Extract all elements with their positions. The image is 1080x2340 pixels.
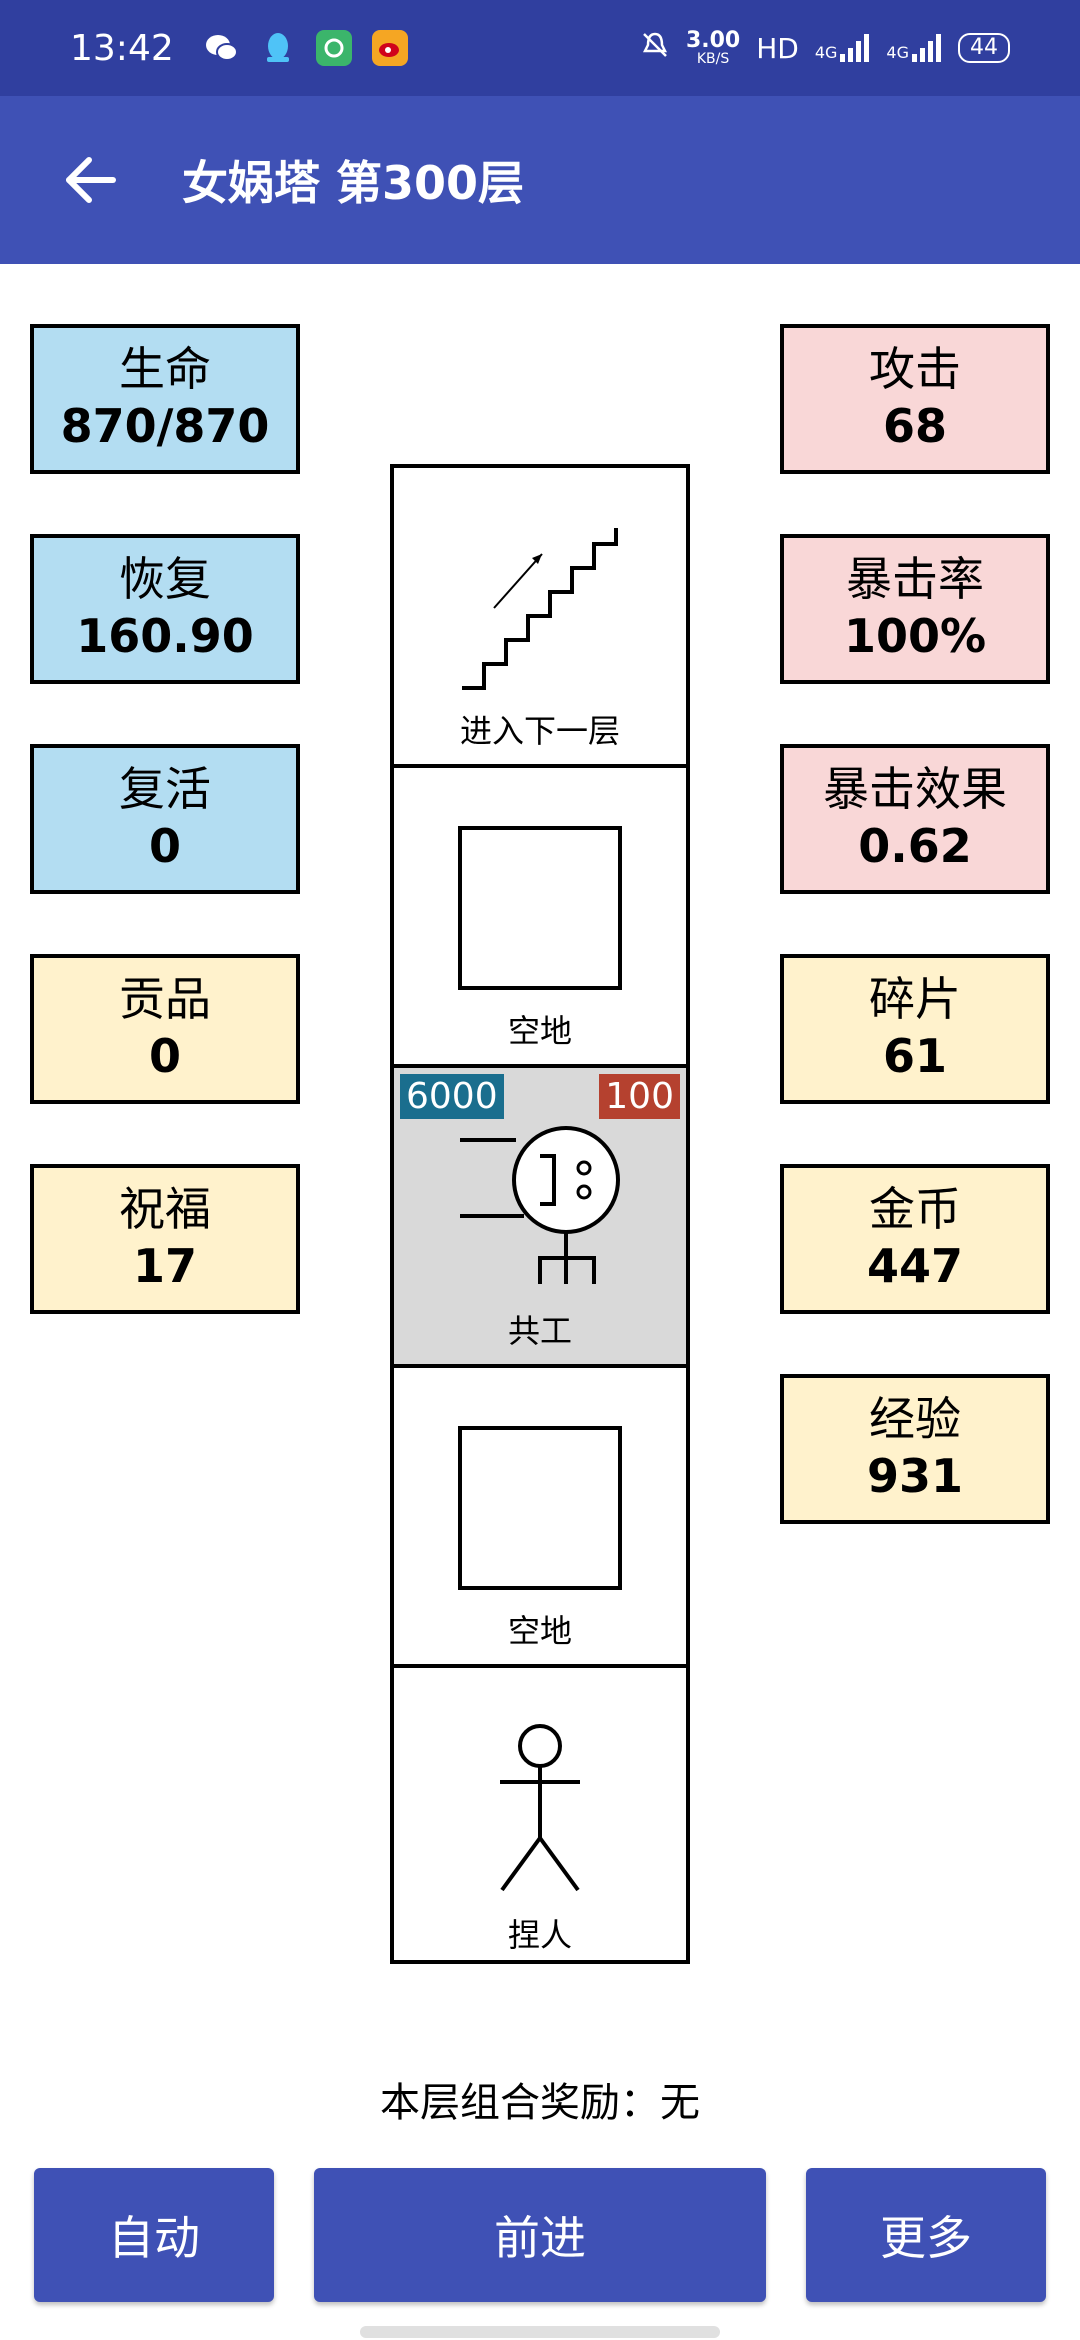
stat-hp: 生命 870/870: [30, 324, 300, 474]
empty-square-icon: [458, 1426, 622, 1590]
stat-exp: 经验 931: [780, 1374, 1050, 1524]
forward-button[interactable]: 前进: [314, 2168, 766, 2302]
monster-icon: [460, 1126, 620, 1284]
floor-reward-text: 本层组合奖励：无: [380, 2080, 700, 2126]
tower-cell-empty[interactable]: 空地: [394, 768, 686, 1068]
cell-label: 空地: [507, 1012, 572, 1050]
tower-column: 进入下一层 空地 6000 100 共工 空地: [390, 464, 690, 1964]
qq-icon: [260, 30, 296, 66]
arrow-left-icon: [66, 157, 116, 203]
mute-icon: [640, 30, 670, 67]
cell-label: 进入下一层: [459, 712, 620, 750]
stat-tribute: 贡品 0: [30, 954, 300, 1104]
cell-label: 共工: [507, 1312, 572, 1350]
app-bar: 女娲塔 第300层: [0, 96, 1080, 264]
player-figure-icon: [500, 1724, 580, 1892]
stat-attack: 攻击 68: [780, 324, 1050, 474]
stat-revive: 复活 0: [30, 744, 300, 894]
tower-cell-player[interactable]: 捏人: [394, 1668, 686, 1968]
stat-blessing: 祝福 17: [30, 1164, 300, 1314]
stat-regen: 恢复 160.90: [30, 534, 300, 684]
stat-fragments: 碎片 61: [780, 954, 1050, 1104]
wechat-icon: [204, 30, 240, 66]
tower-cell-monster[interactable]: 6000 100 共工: [394, 1068, 686, 1368]
network-speed: 3.00 KB/S: [685, 28, 741, 67]
tower-cell-stairs[interactable]: 进入下一层: [394, 468, 686, 768]
green-app-icon: [315, 30, 352, 66]
cell-label: 空地: [507, 1612, 572, 1650]
status-time: 13:42: [70, 27, 174, 69]
stat-crit-rate: 暴击率 100%: [780, 534, 1050, 684]
back-button[interactable]: [36, 125, 146, 235]
weibo-icon: [371, 30, 408, 66]
cell-label: 捏人: [507, 1916, 572, 1954]
page-title: 女娲塔 第300层: [182, 156, 525, 210]
monster-attack-badge: 100: [599, 1074, 680, 1119]
hd-indicator: HD: [756, 31, 799, 65]
tower-cell-empty[interactable]: 空地: [394, 1368, 686, 1668]
stairs-icon: [462, 528, 618, 690]
notification-icons: [204, 30, 408, 66]
auto-button[interactable]: 自动: [34, 2168, 274, 2302]
gesture-nav-bar[interactable]: [360, 2326, 720, 2338]
battery-icon: 44: [958, 33, 1010, 63]
monster-hp-badge: 6000: [400, 1074, 504, 1119]
system-status: 3.00 KB/S HD 4G 4G 44: [640, 30, 1010, 67]
signal-icon-2: 4G: [886, 34, 942, 62]
empty-square-icon: [458, 826, 622, 990]
status-bar: 13:42 3.00 KB/S HD 4G 4G 44: [0, 0, 1080, 96]
stat-gold: 金币 447: [780, 1164, 1050, 1314]
stat-crit-effect: 暴击效果 0.62: [780, 744, 1050, 894]
more-button[interactable]: 更多: [806, 2168, 1046, 2302]
signal-icon-1: 4G: [815, 34, 871, 62]
